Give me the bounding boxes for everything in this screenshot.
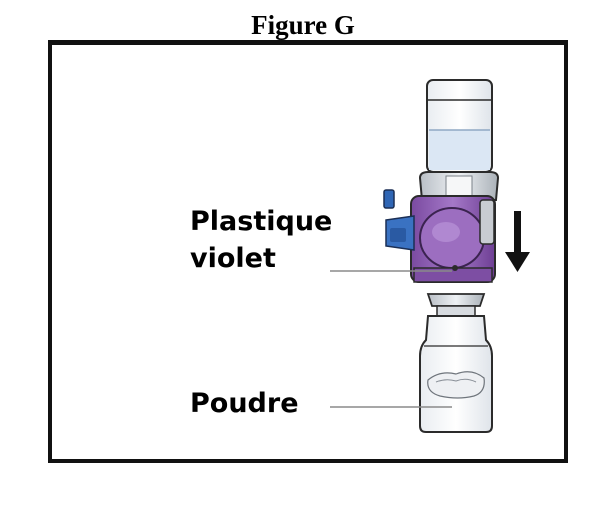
powder-cake — [427, 371, 485, 399]
lower-adapter-collar — [426, 293, 486, 317]
figure-title: Figure G — [251, 10, 355, 40]
plastic-label-line2: violet — [190, 243, 276, 274]
down-arrow-icon — [505, 211, 530, 272]
powder-vial — [419, 315, 493, 433]
powder-label: Poudre — [190, 388, 299, 419]
upper-adapter-collar — [418, 171, 500, 201]
blue-tab — [383, 189, 415, 251]
purple-adapter-body — [410, 195, 496, 283]
liquid-fill — [429, 130, 490, 170]
plastic-label-line1: Plastique — [190, 206, 333, 237]
top-liquid-vial — [426, 79, 493, 181]
